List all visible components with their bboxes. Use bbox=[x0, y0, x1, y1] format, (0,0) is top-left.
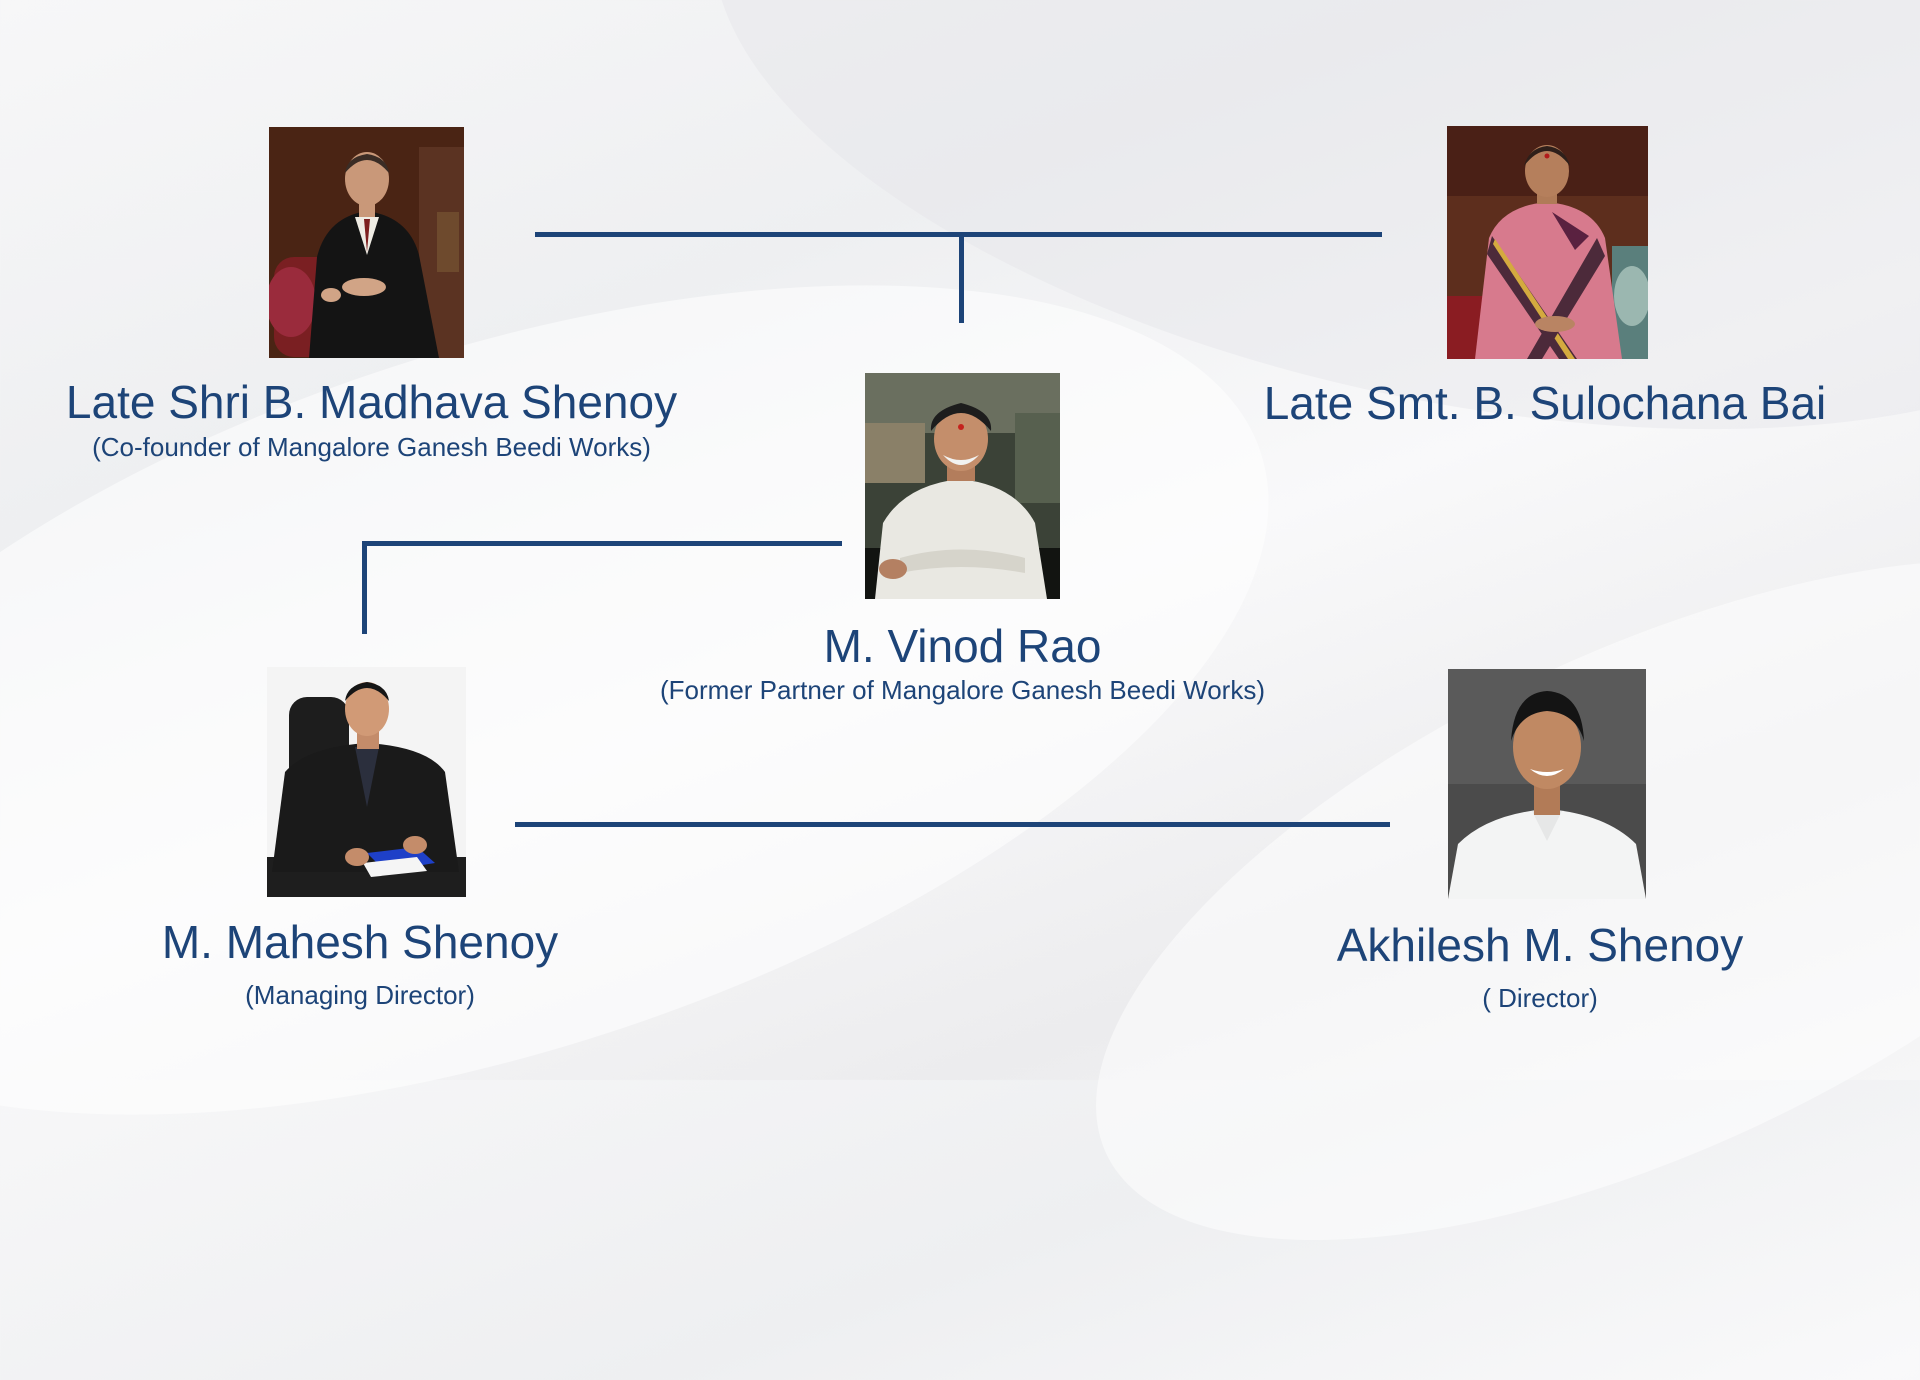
name-sulochana-bai: Late Smt. B. Sulochana Bai bbox=[1263, 377, 1827, 429]
photo-akhilesh-shenoy bbox=[1448, 669, 1646, 899]
marriage-line bbox=[535, 232, 1382, 237]
background-swoosh bbox=[648, 0, 1920, 549]
photo-mahesh-shenoy bbox=[267, 667, 466, 897]
photo-vinod-rao bbox=[865, 373, 1060, 599]
portrait-madhava-shenoy bbox=[269, 127, 464, 358]
portrait-sulochana-bai bbox=[1447, 126, 1648, 359]
name-vinod-rao: M. Vinod Rao bbox=[823, 620, 1102, 672]
connector-vinod-to-mahesh bbox=[362, 541, 842, 546]
descent-line-mahesh bbox=[362, 541, 367, 634]
background-swoosh bbox=[1000, 419, 1920, 1380]
name-madhava-shenoy: Late Shri B. Madhava Shenoy bbox=[65, 376, 678, 428]
role-madhava-shenoy: (Co-founder of Mangalore Ganesh Beedi Wo… bbox=[92, 432, 651, 462]
role-akhilesh-shenoy: ( Director) bbox=[1482, 983, 1598, 1013]
descent-line-parents bbox=[959, 237, 964, 323]
role-vinod-rao: (Former Partner of Mangalore Ganesh Beed… bbox=[660, 675, 1265, 705]
name-mahesh-shenoy: M. Mahesh Shenoy bbox=[161, 916, 559, 968]
connector-mahesh-to-akhilesh bbox=[515, 822, 1390, 827]
name-akhilesh-shenoy: Akhilesh M. Shenoy bbox=[1336, 919, 1744, 971]
role-mahesh-shenoy: (Managing Director) bbox=[245, 980, 475, 1010]
